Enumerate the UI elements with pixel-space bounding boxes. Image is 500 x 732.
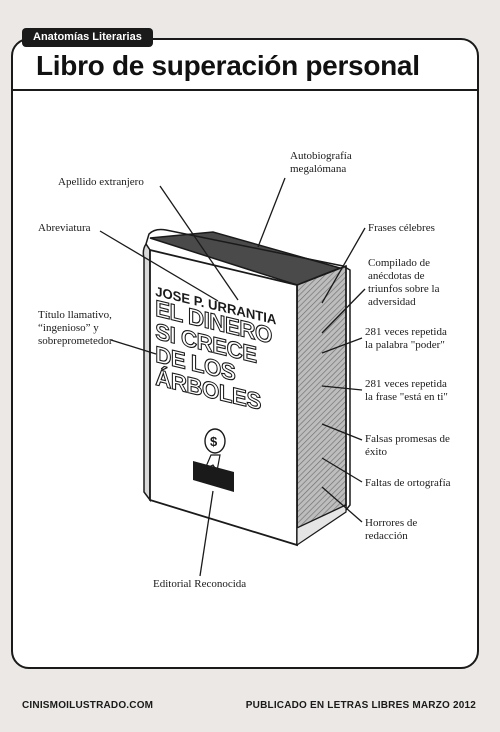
money-emblem-symbol: $ <box>210 434 218 449</box>
label-editorial: Editorial Reconocida <box>153 578 247 590</box>
book-back-cover-edge <box>145 228 351 513</box>
callout-autobiografia <box>257 177 286 248</box>
callout-estaenti <box>321 385 363 391</box>
footer-website[interactable]: CINISMOILUSTRADO.COM <box>22 700 154 711</box>
footer-publication: PUBLICADO EN LETRAS LIBRES MARZO 2012 <box>245 700 476 711</box>
label-frases: Frases célebres <box>368 222 435 234</box>
callout-titulo <box>110 339 157 355</box>
callout-ortografia <box>321 457 363 483</box>
publisher-band <box>193 461 234 492</box>
callout-compilado <box>321 288 366 334</box>
book-pages <box>296 264 347 530</box>
book-spine <box>142 242 151 503</box>
callout-frases <box>321 227 366 304</box>
label-abreviatura: Abreviatura <box>38 222 91 234</box>
callout-abreviatura <box>99 230 219 302</box>
callout-editorial <box>199 490 214 577</box>
header-divider <box>11 89 479 91</box>
callout-redaccion <box>321 486 363 523</box>
label-ortografia: Faltas de ortografía <box>365 477 451 489</box>
label-apellido: Apellido extranjero <box>58 176 144 188</box>
book-bottom-pages <box>296 504 347 547</box>
series-tag: Anatomías Literarias <box>22 28 153 47</box>
callout-poder <box>321 337 363 354</box>
callout-promesas <box>321 423 363 441</box>
callout-apellido <box>159 185 239 301</box>
page-title: Libro de superación personal <box>36 50 420 81</box>
book-top-pages <box>149 231 343 286</box>
